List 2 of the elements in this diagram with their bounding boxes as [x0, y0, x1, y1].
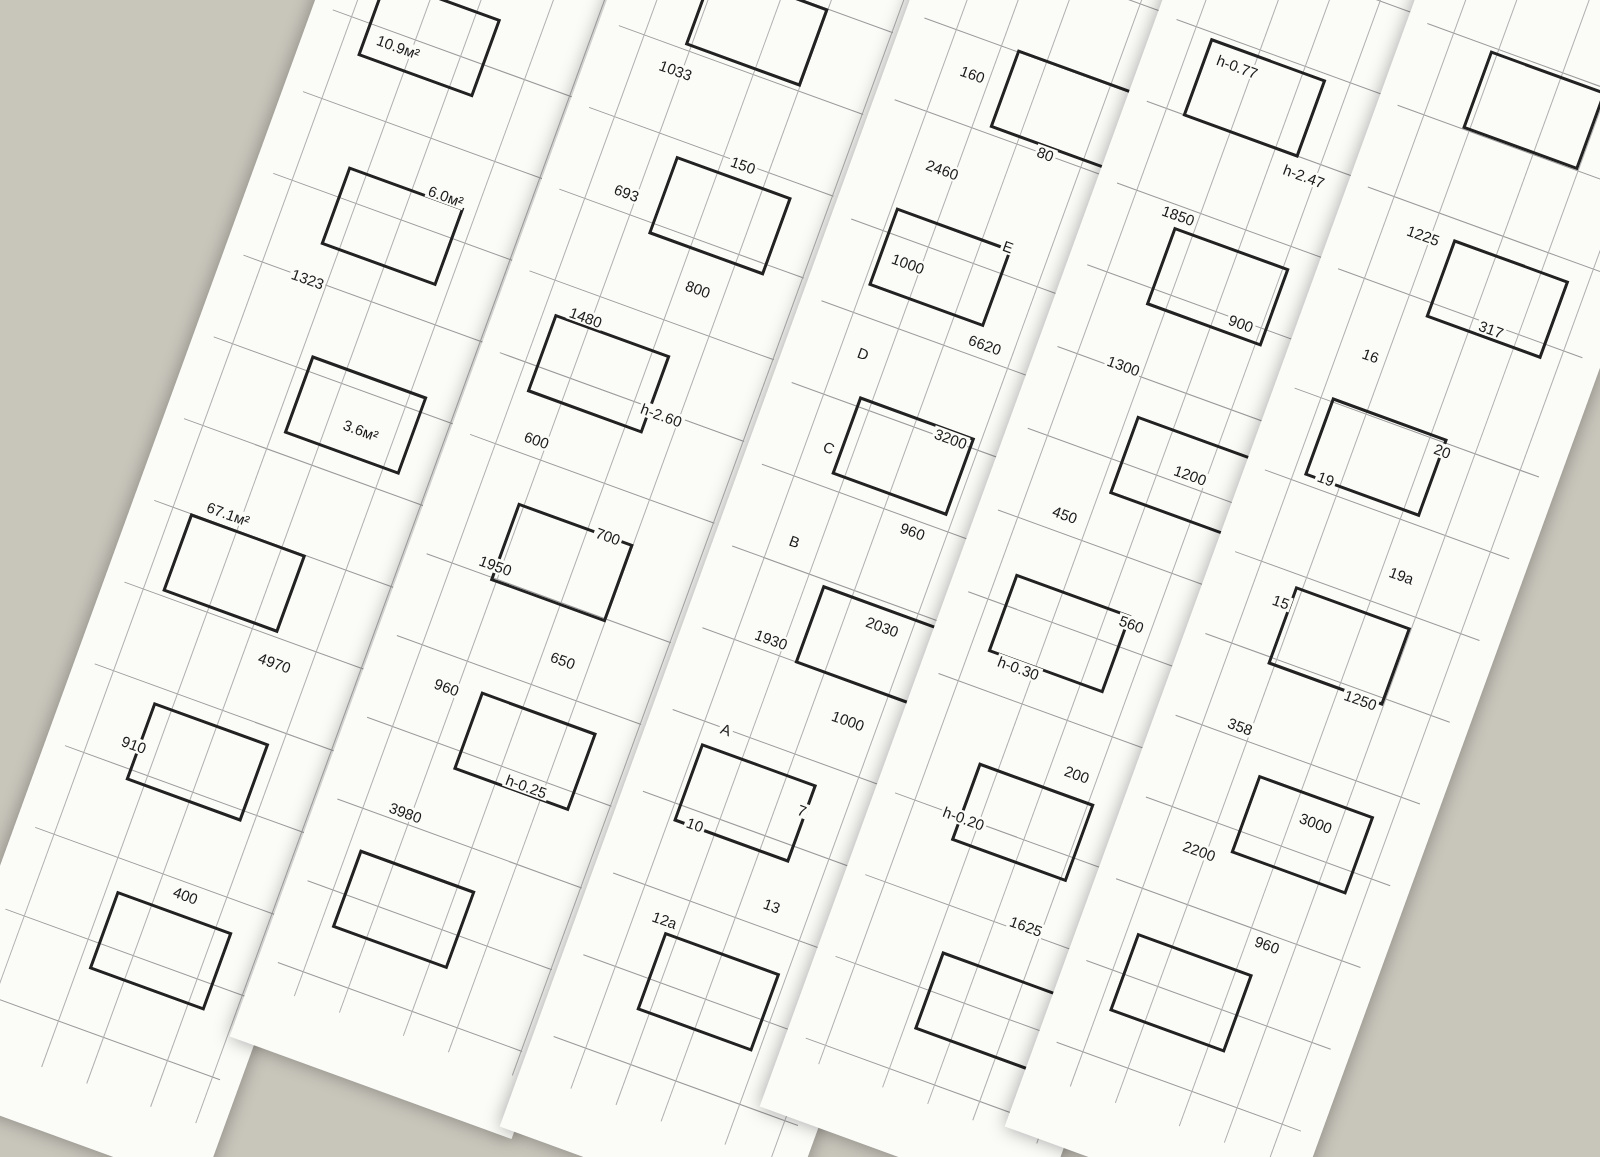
dimension-label: 317 — [1474, 317, 1508, 342]
dimension-label: 20 — [1430, 440, 1455, 462]
